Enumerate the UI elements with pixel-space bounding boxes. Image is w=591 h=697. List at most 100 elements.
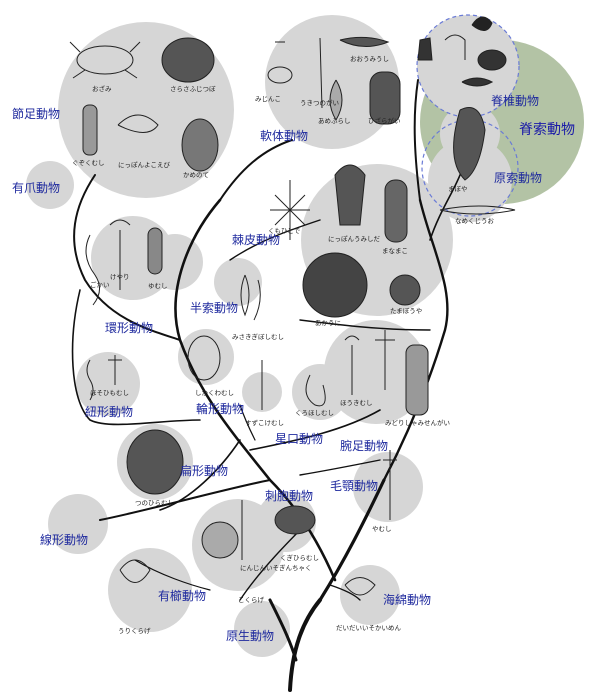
caption-uzumusi: つのひらむし (135, 499, 174, 507)
nemertea-bubble (76, 352, 140, 416)
sponge-bubble (340, 565, 400, 625)
label-porifera: 海綿動物 (383, 593, 432, 607)
label-platyhelminthes: 扁形動物 (180, 464, 229, 478)
caption-ninjin: にんじんいそぎんちゃく (240, 564, 312, 572)
sea-gooseberry-sketch (119, 559, 151, 583)
label-urochordata: 原索動物 (494, 171, 543, 185)
ragworm-sketch (85, 234, 100, 306)
chiton-sketch (369, 71, 401, 125)
caption-nipponumi: にっぽんうみしだ (328, 235, 380, 243)
specimen-sketches (69, 16, 516, 596)
caption-kuragi: くぎひらむし (280, 554, 319, 562)
snake-sketch (471, 16, 493, 31)
caption-hosohimo: ほそひもむし (90, 389, 129, 397)
label-nematoda: 線形動物 (40, 533, 89, 547)
caption-namekuji: なめくじうお (455, 217, 494, 225)
caption-akauni: あかうに (315, 319, 341, 327)
label-sipuncula: 星口動物 (275, 432, 324, 446)
phoronid-sketch (344, 335, 360, 395)
label-annelida: 環形動物 (105, 321, 154, 335)
caption-hoshimusi: ほうきむし (340, 399, 373, 407)
gooseneck-sketch (181, 118, 219, 172)
caption-gejigeji: ぐぞくむし (72, 159, 105, 167)
flatworm-sketch (126, 429, 184, 495)
caption-kumohitode: くもひとで (268, 227, 301, 235)
caption-manamako: まなまこ (382, 247, 408, 255)
label-cnidaria: 刺胞動物 (265, 489, 314, 503)
caption-tamagoboya: たまぼうや (390, 307, 423, 315)
caption-shikaku: しかくわむし (195, 389, 234, 397)
seahare-sketch (339, 36, 390, 47)
onychophora-bubble (26, 161, 74, 209)
ribbon-worm-sketch (86, 359, 94, 401)
rotifer-sketch (187, 335, 221, 381)
caption-yumusi: ゆむし (148, 282, 168, 290)
caption-sarasa: さらさふじつぼ (170, 85, 216, 93)
caption-nippon-ebi: にっぽんよこえび (118, 161, 170, 169)
label-protozoa: 原生動物 (226, 629, 275, 643)
label-chordata: 脊索動物 (519, 122, 575, 138)
label-rotifera: 輪形動物 (196, 402, 245, 416)
brittle-star-sketch (270, 180, 310, 240)
caption-yamusi: やむし (372, 525, 392, 533)
label-ctenophora: 有櫛動物 (158, 589, 207, 603)
rotifer-small-sketch (108, 355, 122, 385)
spoon-worm-sketch (147, 227, 163, 275)
lamp-shell-sketch (375, 330, 395, 390)
label-hemichordata: 半索動物 (190, 301, 239, 315)
isopod-sketch (82, 104, 98, 156)
caption-kabutogani: かめのて (183, 171, 209, 179)
caption-umigakusi: うきつのがい (300, 99, 339, 107)
acorn-worm-sketch (240, 274, 261, 321)
feather-star-sketch (334, 164, 366, 226)
peanut-worm-sketch (305, 374, 326, 407)
water-flea-sketch (267, 66, 293, 84)
lancelet-sketch (439, 205, 516, 215)
nematode-bubble (48, 494, 108, 554)
sea-urchin-sketch (302, 252, 368, 318)
hemichordate-bubble (214, 258, 262, 306)
label-vertebrata: 脊椎動物 (491, 94, 540, 108)
label-onychophora: 有爪動物 (12, 181, 61, 195)
caption-hizara: ひざらがい (368, 117, 401, 125)
sponge-sketch (344, 577, 376, 596)
label-echinodermata: 棘皮動物 (232, 233, 281, 247)
caption-usenkurage: うりくらげ (118, 627, 151, 635)
label-chaetognatha: 毛顎動物 (330, 479, 379, 493)
caption-daidai: だいだいいそかいめん (336, 624, 401, 632)
jellyfish-sketch (201, 521, 239, 559)
label-nemertea: 紐形動物 (85, 405, 134, 419)
caption-amefurasi: あめふらし (318, 117, 351, 125)
heron-sketch (444, 34, 466, 60)
label-mollusca: 軟体動物 (260, 129, 309, 143)
nail-flatworm-sketch (274, 505, 316, 535)
label-brachiopoda: 腕足動物 (340, 439, 389, 453)
tunicate-ball-sketch (389, 274, 421, 306)
caption-kekukmusi: けやり (110, 273, 130, 281)
caption-gokai: ごかい (90, 281, 110, 289)
caption-mahoya: まぼや (448, 185, 468, 193)
caption-suzume: すずこけむし (245, 419, 284, 427)
mollusc-bubble (265, 15, 399, 149)
amphipod-sketch (117, 114, 159, 133)
caption-mizuhimo: みさきぎぼしむし (232, 333, 284, 341)
ctenophore-bubble (108, 548, 192, 632)
chordate-bubbles (417, 15, 519, 222)
caption-kurohoshi: くろほしむし (295, 409, 334, 417)
tusk-shell-sketch (275, 37, 323, 109)
brachiopod-sketch (405, 344, 429, 416)
caption-mijinko: みじんこ (255, 95, 281, 103)
fish-sketch (461, 77, 494, 87)
brachiopod-bubble (324, 320, 428, 424)
frog-sketch (477, 49, 507, 71)
sea-squirt-sketch (453, 107, 486, 181)
label-arthropoda: 節足動物 (12, 107, 61, 121)
nudibranch-sketch (329, 79, 343, 121)
crab-sketch (76, 45, 134, 75)
caption-midori: みどりしゃみせんがい (385, 419, 450, 427)
caption-kozakurage: こくらげ (238, 596, 264, 604)
caption-ooumi: おおうみうし (350, 55, 389, 63)
penguin-sketch (417, 37, 433, 61)
